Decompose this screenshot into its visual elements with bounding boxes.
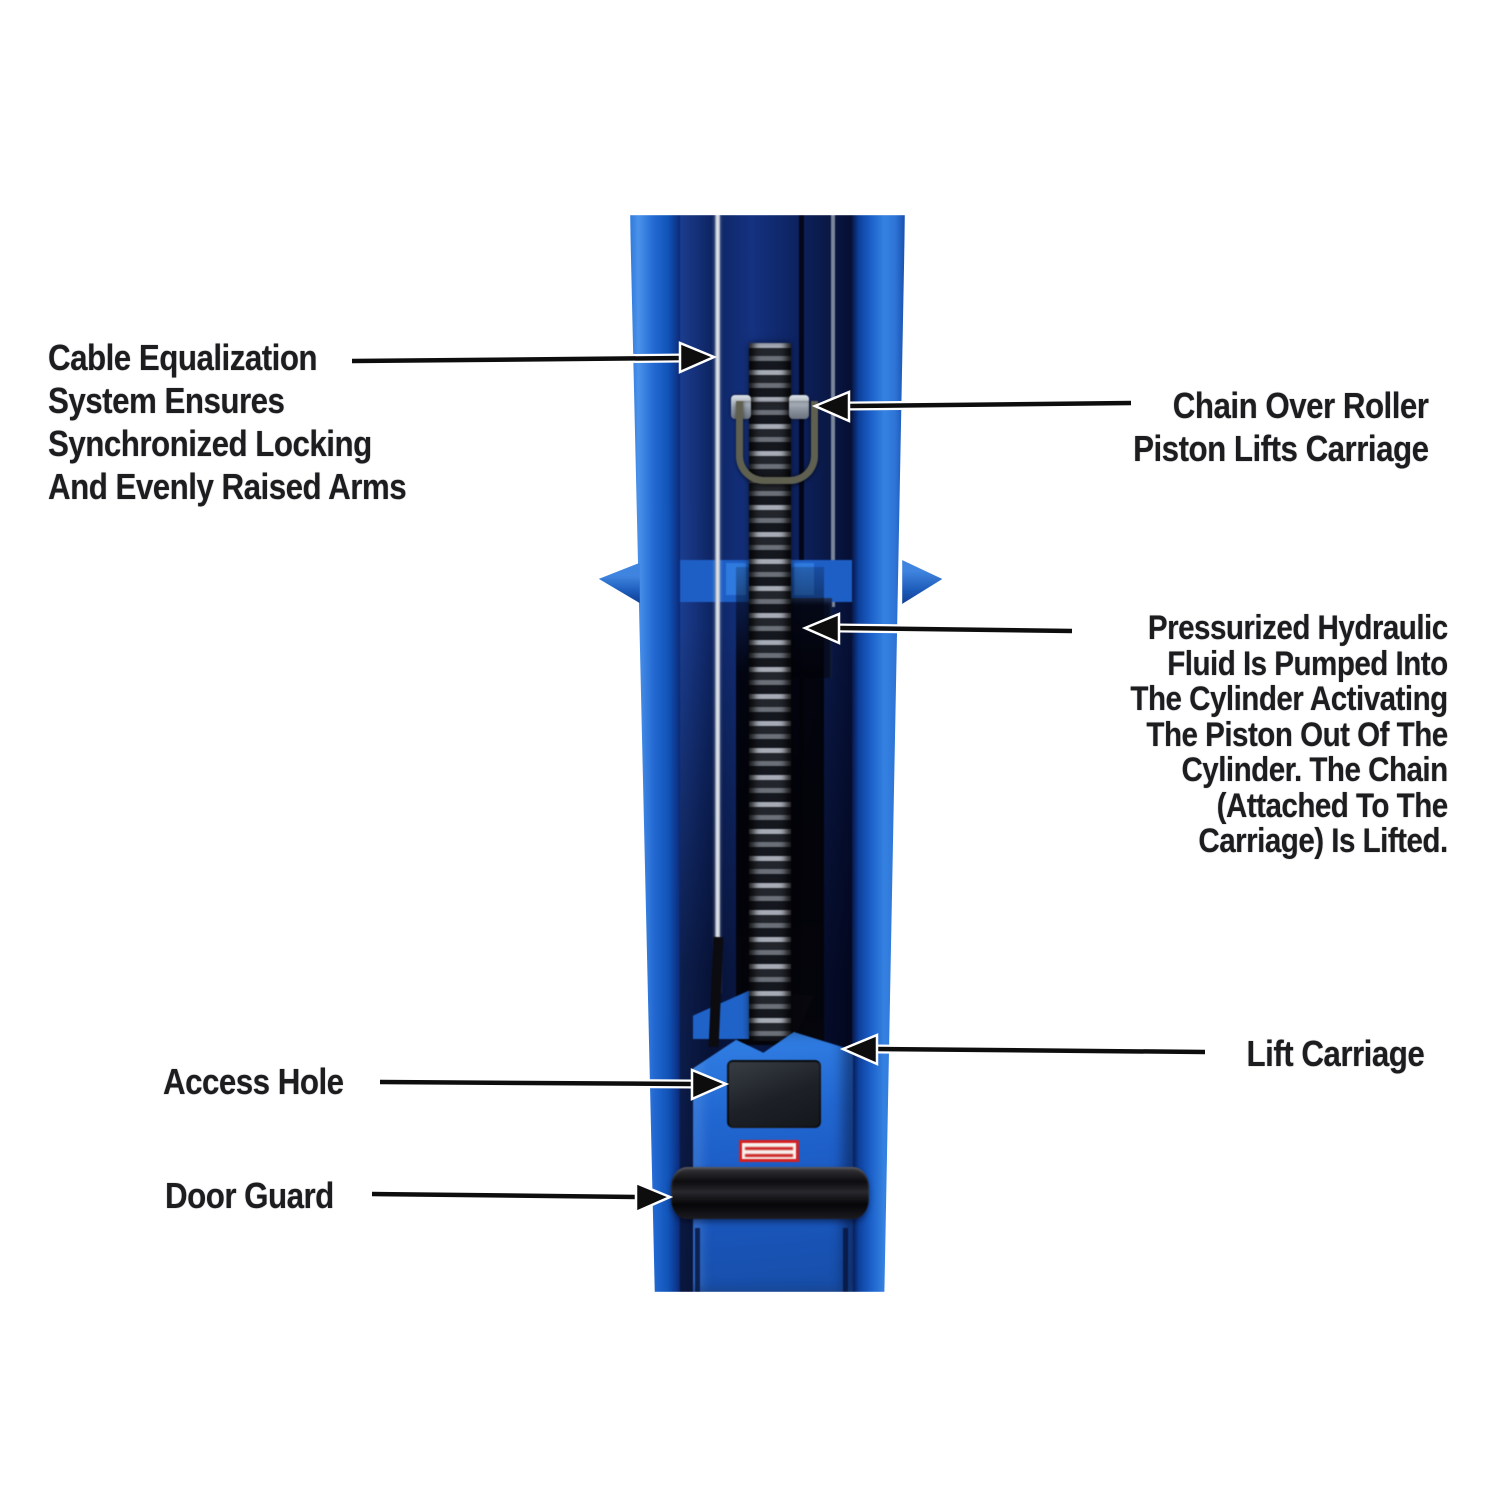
callout-arrow-door-guard: [371, 1181, 674, 1214]
carriage-edge-line-right: [843, 1228, 848, 1292]
channel-guide-rail: [831, 215, 835, 607]
callout-label-pressurized-fluid: Pressurized Hydraulic Fluid Is Pumped In…: [1130, 609, 1449, 860]
warning-label: [739, 1140, 799, 1162]
arm-rest-bracket-left: [598, 562, 640, 604]
callout-label-door-guard: Door Guard: [165, 1175, 334, 1216]
callout-label-cable-equalization: Cable Equalization System Ensures Synchr…: [48, 337, 407, 507]
lift-post: [630, 215, 905, 1292]
equalization-cable: [715, 215, 720, 993]
carriage-edge-line-left: [695, 1228, 700, 1292]
chain-roller-shackle: [736, 401, 818, 484]
callout-label-chain-over-roller: Chain Over Roller Piston Lifts Carriage: [1132, 385, 1429, 469]
arm-rest-bracket-right: [902, 560, 943, 604]
post-left-flange: [630, 215, 682, 1292]
callout-arrow-lift-carriage: [839, 1033, 1206, 1066]
access-hole-panel: [727, 1060, 821, 1128]
callout-label-lift-carriage: Lift Carriage: [1246, 1033, 1424, 1074]
post-right-flange: [851, 215, 905, 1292]
door-guard-bar: [671, 1167, 869, 1219]
callout-label-access-hole: Access Hole: [163, 1061, 344, 1102]
